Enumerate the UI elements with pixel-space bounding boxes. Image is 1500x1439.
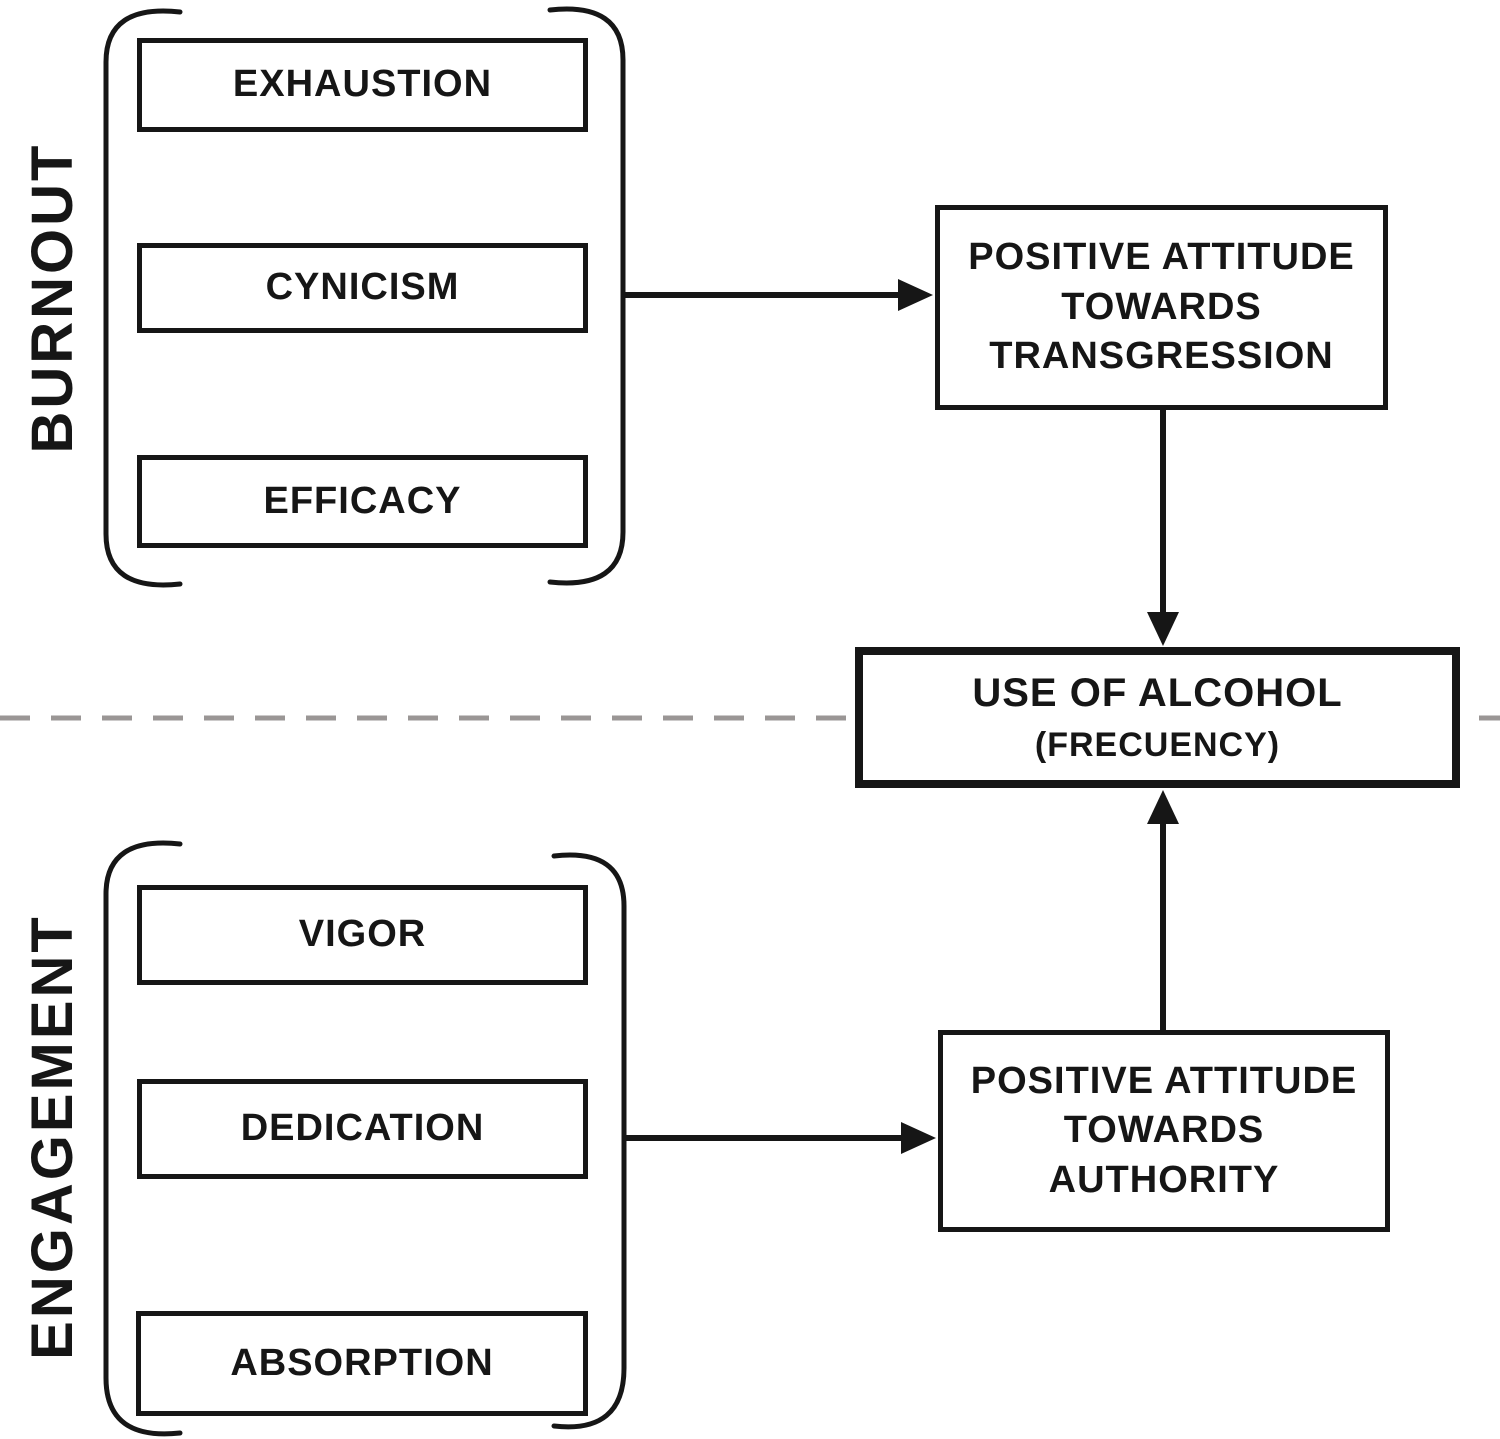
arrow-dedication-to-authority: [623, 1122, 936, 1154]
authority-line-3: AUTHORITY: [1048, 1158, 1280, 1201]
authority-line-1: POSITIVE ATTITUDE: [970, 1059, 1358, 1102]
box-vigor: VIGOR: [137, 885, 588, 985]
transgression-line-1: POSITIVE ATTITUDE: [968, 236, 1355, 279]
alcohol-subtitle: (FRECUENCY): [1034, 726, 1281, 765]
arrow-authority-to-alcohol: [1147, 790, 1179, 1030]
box-absorption: ABSORPTION: [136, 1311, 588, 1416]
engagement-group-label: ENGAGEMENT: [19, 914, 85, 1360]
transgression-line-2: TOWARDS: [1061, 285, 1262, 328]
box-use-of-alcohol: USE OF ALCOHOL (FRECUENCY): [855, 647, 1460, 788]
box-cynicism: CYNICISM: [137, 243, 588, 333]
box-positive-attitude-transgression: POSITIVE ATTITUDE TOWARDS TRANSGRESSION: [935, 205, 1388, 410]
burnout-group-label: BURNOUT: [19, 142, 85, 454]
arrow-transgression-to-alcohol: [1147, 410, 1179, 646]
box-exhaustion-label: EXHAUSTION: [232, 63, 493, 106]
authority-line-2: TOWARDS: [1063, 1109, 1265, 1152]
box-dedication: DEDICATION: [137, 1079, 588, 1179]
engagement-bracket-right: [551, 852, 627, 1430]
box-exhaustion: EXHAUSTION: [137, 38, 588, 132]
box-vigor-label: VIGOR: [298, 913, 427, 956]
box-positive-attitude-authority: POSITIVE ATTITUDE TOWARDS AUTHORITY: [938, 1030, 1390, 1232]
box-absorption-label: ABSORPTION: [230, 1341, 494, 1384]
burnout-bracket-left: [103, 8, 183, 588]
engagement-bracket-left: [103, 840, 183, 1437]
transgression-line-3: TRANSGRESSION: [989, 335, 1334, 378]
box-efficacy: EFFICACY: [137, 455, 588, 548]
box-cynicism-label: CYNICISM: [265, 266, 460, 309]
arrow-cynicism-to-transgression: [623, 279, 933, 311]
alcohol-title: USE OF ALCOHOL: [972, 671, 1343, 716]
box-dedication-label: DEDICATION: [240, 1107, 485, 1150]
box-efficacy-label: EFFICACY: [263, 479, 462, 522]
